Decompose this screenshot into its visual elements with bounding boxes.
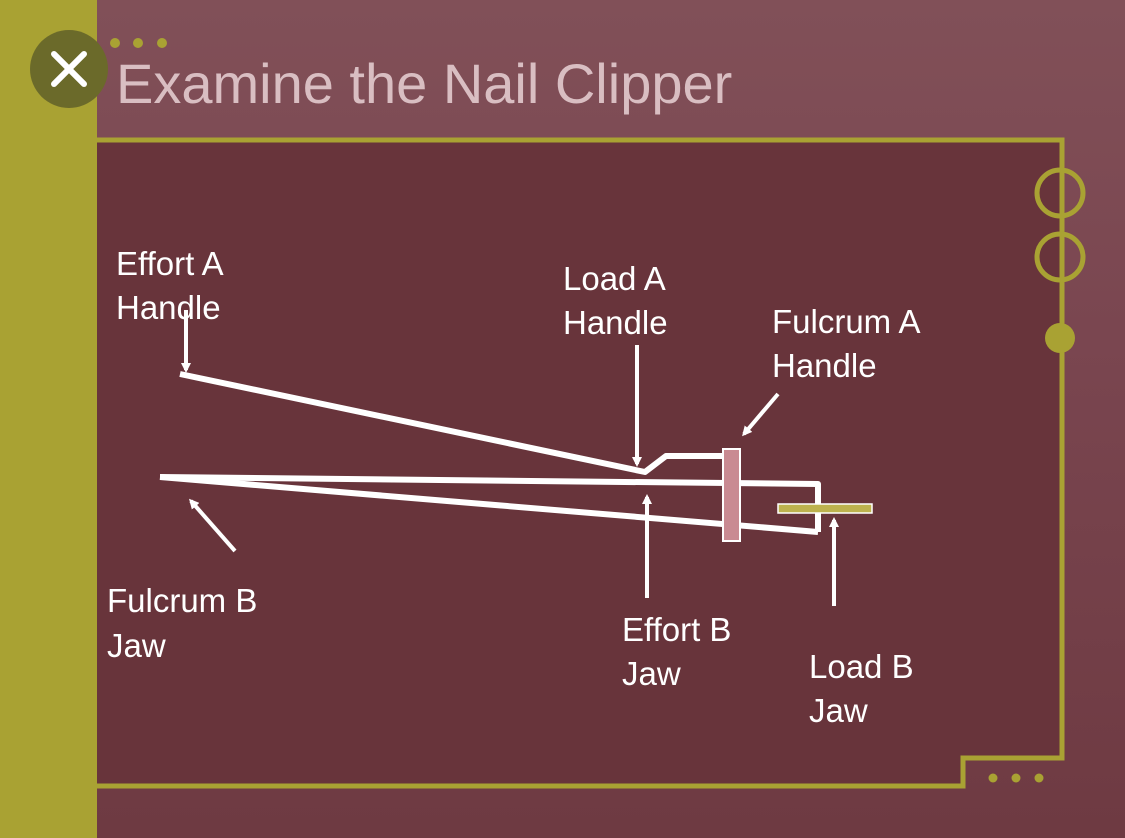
decor-ring bbox=[1034, 167, 1086, 219]
decor-ring bbox=[1034, 231, 1086, 283]
load-bar bbox=[777, 503, 873, 514]
label-fulcrum-b-line2: Jaw bbox=[107, 627, 166, 664]
label-fulcrum-a-line1: Fulcrum A bbox=[772, 303, 921, 340]
label-effort-a-line1: Effort A bbox=[116, 245, 224, 282]
clipper-jaw-lower bbox=[159, 474, 819, 535]
decor-dot bbox=[110, 38, 120, 48]
decor-dot bbox=[988, 773, 998, 783]
label-fulcrum-b-line1: Fulcrum B bbox=[107, 582, 257, 619]
close-icon bbox=[51, 51, 87, 87]
arrow-fulcrum-b bbox=[189, 498, 237, 553]
panel-border bbox=[97, 137, 1065, 789]
decor-dot bbox=[133, 38, 143, 48]
label-load-b-line1: Load B bbox=[809, 648, 914, 685]
close-button[interactable] bbox=[30, 30, 108, 108]
diagram-panel-bg bbox=[97, 140, 1062, 786]
label-effort-a-line2: Handle bbox=[116, 289, 221, 326]
slide-title: Examine the Nail Clipper bbox=[116, 52, 733, 115]
decor-dot bbox=[1045, 323, 1075, 353]
clipper-handle bbox=[179, 371, 724, 475]
arrow-fulcrum-a bbox=[742, 392, 780, 437]
label-load-a-line2: Handle bbox=[563, 304, 668, 341]
label-fulcrum-a-line2: Handle bbox=[772, 347, 877, 384]
decor-dot bbox=[1034, 773, 1044, 783]
label-effort-b-line1: Effort B bbox=[622, 611, 731, 648]
label-effort-b-line2: Jaw bbox=[622, 655, 681, 692]
label-load-b-line2: Jaw bbox=[809, 692, 868, 729]
decor-dot bbox=[157, 38, 167, 48]
clipper-jaw-upper bbox=[159, 474, 821, 532]
fulcrum-pin bbox=[722, 448, 741, 542]
decor-dot bbox=[1011, 773, 1021, 783]
label-load-a-line1: Load A bbox=[563, 260, 666, 297]
side-accent-bar bbox=[0, 0, 97, 838]
